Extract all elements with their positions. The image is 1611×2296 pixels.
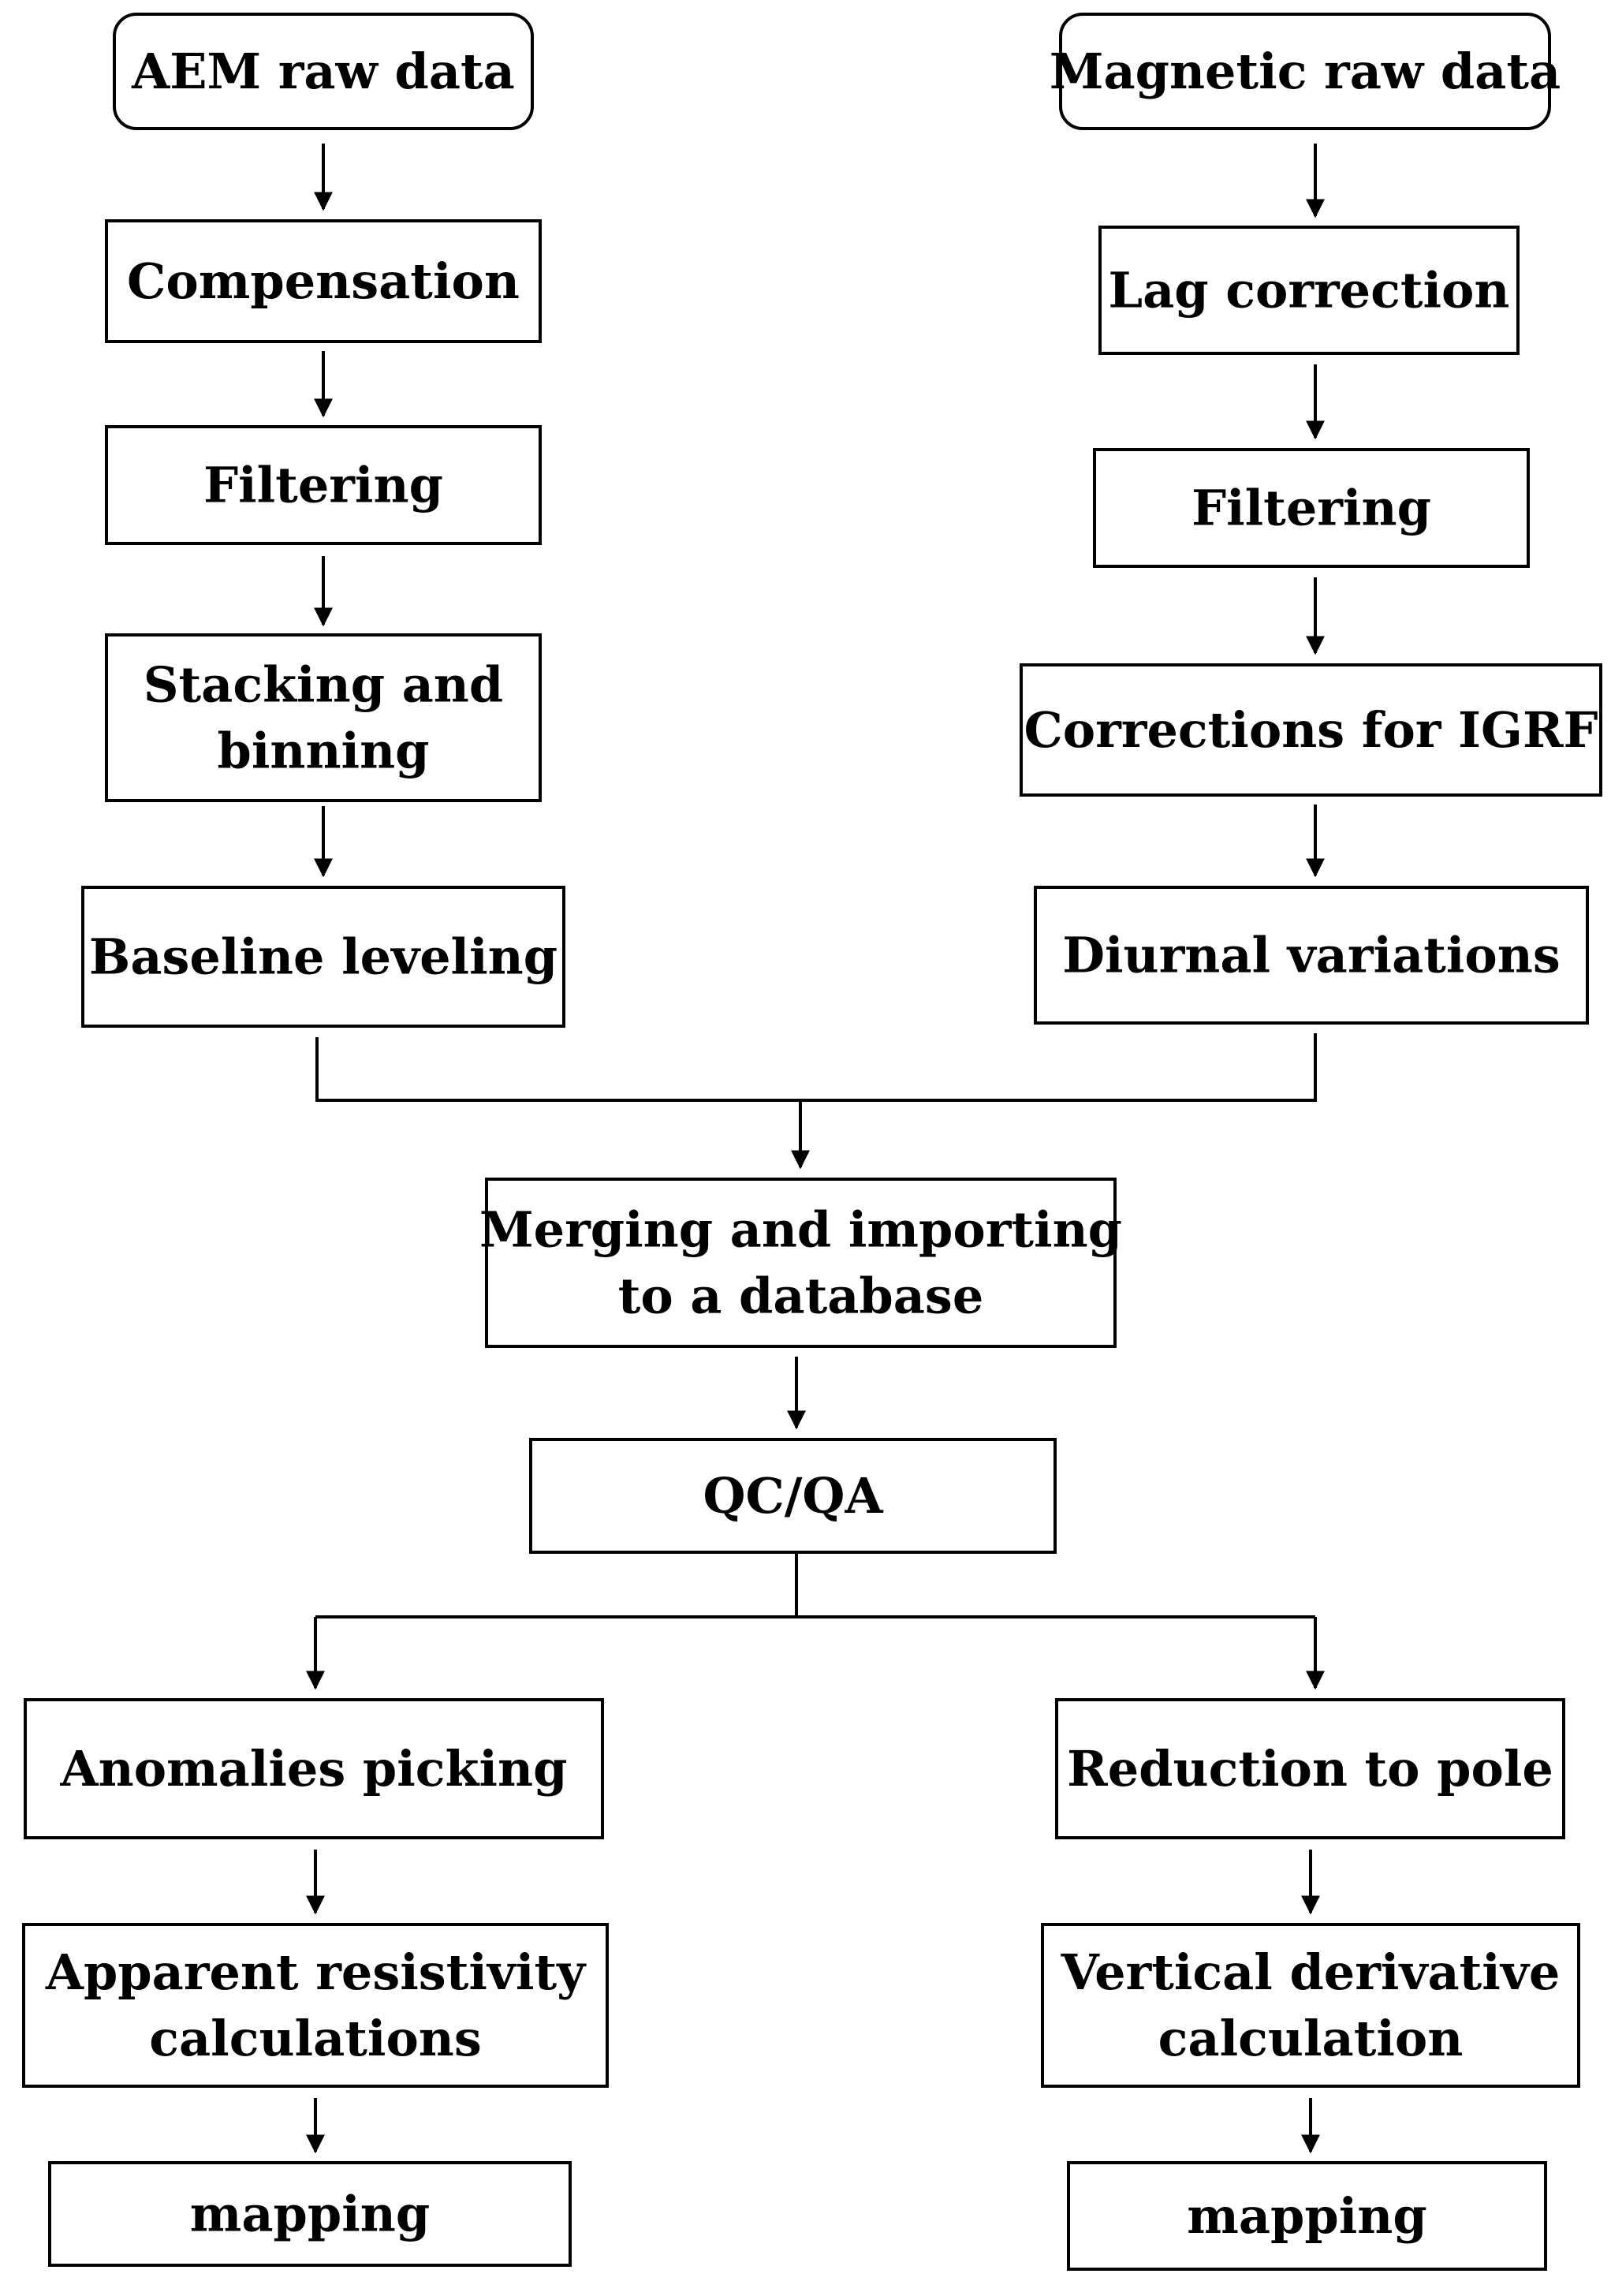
node-box [113, 13, 534, 130]
node-box [485, 1178, 1117, 1348]
node-box [1041, 1923, 1580, 2088]
node-box [81, 886, 565, 1028]
node-label: Baseline leveling [89, 928, 558, 986]
node-label: Apparent resistivity [45, 1943, 587, 2001]
node-reduction: Reduction to pole [1055, 1698, 1565, 1839]
node-label: Reduction to pole [1067, 1740, 1553, 1798]
node-aem-raw: AEM raw data [113, 13, 534, 130]
node-box [1093, 448, 1530, 568]
node-label: QC/QA [703, 1467, 883, 1525]
node-box [105, 633, 542, 802]
node-compensation: Compensation [105, 219, 542, 343]
node-mapping-left: mapping [48, 2161, 572, 2267]
node-stacking: Stacking and binning [105, 633, 542, 802]
node-label: Stacking and [144, 656, 503, 714]
node-qcqa: QC/QA [529, 1438, 1057, 1554]
node-box [48, 2161, 572, 2267]
node-label: AEM raw data [131, 43, 515, 100]
node-baseline: Baseline leveling [81, 886, 565, 1028]
flow-connectors [306, 144, 1325, 2154]
node-apparent: Apparent resistivity calculations [22, 1923, 609, 2088]
node-label: Magnetic raw data [1050, 43, 1561, 100]
node-label: Lag correction [1109, 262, 1510, 319]
node-label: to a database [618, 1267, 984, 1325]
node-box [1067, 2161, 1547, 2271]
flow-nodes: AEM raw dataCompensationFilteringStackin… [22, 13, 1602, 2271]
node-label: Merging and importing [479, 1201, 1122, 1259]
node-label: binning [217, 722, 429, 780]
node-label: Corrections for IGRF [1024, 701, 1598, 759]
merge-connector [315, 1033, 1317, 1102]
node-igrf: Corrections for IGRF [1020, 663, 1602, 797]
node-anomalies: Anomalies picking [24, 1698, 604, 1839]
node-box [105, 425, 542, 545]
node-box [24, 1698, 604, 1839]
node-label: calculation [1158, 2010, 1464, 2067]
node-box [529, 1438, 1057, 1554]
node-box [1020, 663, 1602, 797]
node-box [1034, 886, 1589, 1025]
node-box [105, 219, 542, 343]
node-label: Vertical derivative [1061, 1943, 1561, 2001]
node-label: mapping [190, 2186, 430, 2243]
node-diurnal: Diurnal variations [1034, 886, 1589, 1025]
node-label: Filtering [203, 457, 443, 514]
node-box [1098, 226, 1520, 355]
node-filtering-left: Filtering [105, 425, 542, 545]
node-mapping-right: mapping [1067, 2161, 1547, 2271]
node-vertical: Vertical derivative calculation [1041, 1923, 1580, 2088]
node-label: calculations [149, 2010, 482, 2067]
node-filtering-right: Filtering [1093, 448, 1530, 568]
node-label: Filtering [1191, 480, 1431, 537]
node-box [1055, 1698, 1565, 1839]
node-box [22, 1923, 609, 2088]
node-mag-raw: Magnetic raw data [1050, 13, 1561, 130]
node-label: Diurnal variations [1062, 927, 1561, 984]
node-label: Compensation [127, 252, 520, 310]
node-label: mapping [1187, 2187, 1426, 2245]
node-lag: Lag correction [1098, 226, 1520, 355]
node-merging: Merging and importing to a database [479, 1178, 1122, 1348]
node-label: Anomalies picking [60, 1740, 568, 1798]
node-box [1059, 13, 1551, 130]
